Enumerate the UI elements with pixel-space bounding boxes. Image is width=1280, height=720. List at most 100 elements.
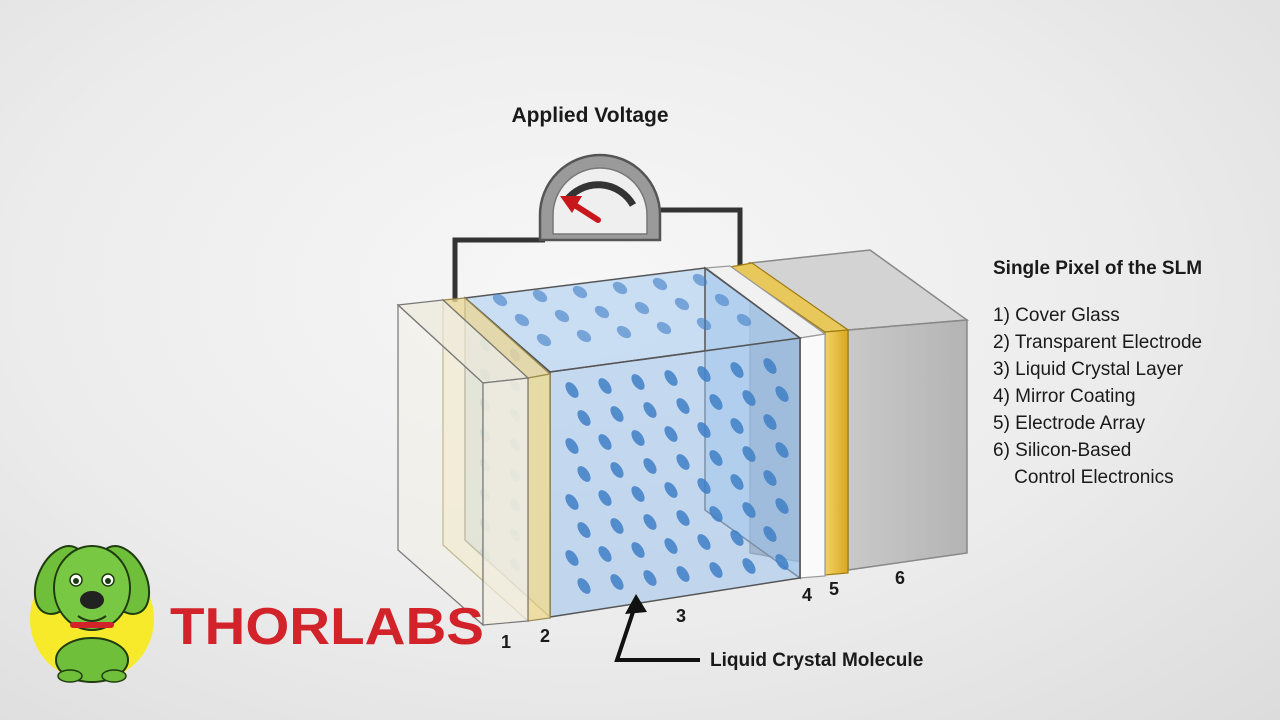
legend-item-mirror-coating: 4) Mirror Coating (993, 386, 1136, 407)
liquid-crystal-molecule (643, 458, 657, 474)
wire-right (650, 207, 743, 266)
liquid-crystal-molecule (643, 514, 657, 530)
liquid-crystal-molecule (643, 570, 657, 586)
molecule-callout-arrow (614, 594, 700, 662)
liquid-crystal-molecule (709, 450, 723, 466)
liquid-crystal-molecule (610, 574, 624, 590)
liquid-crystal-molecule (674, 297, 690, 311)
liquid-crystal-molecule (676, 510, 690, 526)
liquid-crystal-molecule (697, 478, 711, 494)
liquid-crystal-molecule (598, 378, 612, 394)
voltage-circuit (452, 207, 743, 302)
liquid-crystal-molecule (730, 418, 744, 434)
liquid-crystal-molecule (652, 277, 668, 291)
liquid-crystal-molecule (565, 550, 579, 566)
title-applied-voltage: Applied Voltage (511, 104, 668, 127)
legend-item-liquid-crystal-layer: 3) Liquid Crystal Layer (993, 359, 1184, 380)
liquid-crystal-molecule (598, 546, 612, 562)
liquid-crystal-molecule (631, 542, 645, 558)
layer-number-4: 4 (802, 585, 812, 605)
liquid-crystal-molecule (610, 462, 624, 478)
liquid-crystal-molecule (565, 382, 579, 398)
liquid-crystal-molecule (676, 454, 690, 470)
layer-number-1: 1 (501, 632, 511, 652)
layer-electrode-array (728, 262, 850, 576)
liquid-crystal-molecule (697, 534, 711, 550)
liquid-crystal-molecule (664, 538, 678, 554)
liquid-crystal-molecule (697, 422, 711, 438)
liquid-crystal-molecule (664, 482, 678, 498)
thorlabs-mascot-logo (30, 545, 154, 683)
liquid-crystal-molecule (577, 578, 591, 594)
slm-legend: Single Pixel of the SLM 1) Cover Glass 2… (993, 258, 1273, 491)
liquid-crystal-molecule (554, 309, 570, 323)
legend-item-cover-glass: 1) Cover Glass (993, 305, 1120, 326)
liquid-crystal-molecule (763, 358, 777, 374)
voltmeter-needle-tip (560, 196, 582, 213)
liquid-crystal-molecule (742, 558, 756, 574)
liquid-crystal-molecule (775, 386, 789, 402)
liquid-crystal-molecule (594, 305, 610, 319)
liquid-crystal-molecule (631, 374, 645, 390)
liquid-crystal-molecule (697, 366, 711, 382)
liquid-crystal-molecule (572, 285, 588, 299)
legend-list: 1) Cover Glass 2) Transparent Electrode … (993, 302, 1273, 491)
liquid-crystal-molecule (656, 321, 672, 335)
liquid-crystal-molecule (676, 566, 690, 582)
callout-liquid-crystal-molecule: Liquid Crystal Molecule (710, 650, 923, 671)
liquid-crystal-molecule (598, 490, 612, 506)
liquid-crystal-molecule (730, 530, 744, 546)
liquid-crystal-molecule (775, 554, 789, 570)
liquid-crystal-molecule (676, 398, 690, 414)
legend-item-control-electronics: Control Electronics (993, 467, 1174, 488)
liquid-crystal-molecule (514, 313, 530, 327)
liquid-crystal-molecule (664, 370, 678, 386)
legend-item-silicon-based: 6) Silicon-Based (993, 440, 1132, 461)
liquid-crystal-molecule (763, 414, 777, 430)
legend-item-transparent-electrode: 2) Transparent Electrode (993, 332, 1203, 353)
legend-heading: Single Pixel of the SLM (993, 258, 1203, 279)
thorlabs-wordmark: THORLABS (170, 598, 484, 656)
liquid-crystal-molecule (742, 446, 756, 462)
liquid-crystal-molecule (714, 293, 730, 307)
liquid-crystal-molecule (536, 333, 552, 347)
liquid-crystal-molecule (532, 289, 548, 303)
layer-cover-glass (396, 299, 530, 627)
liquid-crystal-molecule (709, 562, 723, 578)
liquid-crystal-molecule (763, 470, 777, 486)
liquid-crystal-molecule (730, 362, 744, 378)
voltmeter-gauge (538, 153, 662, 242)
liquid-crystal-molecule (631, 430, 645, 446)
liquid-crystal-molecule (616, 325, 632, 339)
layer-number-3: 3 (676, 606, 686, 626)
layer-number-6: 6 (895, 568, 905, 588)
liquid-crystal-molecule (577, 466, 591, 482)
liquid-crystal-molecule (643, 402, 657, 418)
liquid-crystal-molecule (763, 526, 777, 542)
liquid-crystal-molecule (610, 518, 624, 534)
liquid-crystal-molecule (775, 498, 789, 514)
voltmeter-needle (570, 201, 601, 223)
liquid-crystal-molecule (709, 506, 723, 522)
liquid-crystal-molecule (576, 329, 592, 343)
liquid-crystal-molecule (492, 293, 508, 307)
liquid-crystal-molecule (612, 281, 628, 295)
liquid-crystal-molecule (692, 273, 708, 287)
liquid-crystal-molecule (577, 522, 591, 538)
legend-item-electrode-array: 5) Electrode Array (993, 413, 1146, 434)
liquid-crystal-molecule (736, 313, 752, 327)
liquid-crystal-molecule (610, 406, 624, 422)
liquid-crystal-molecule (775, 442, 789, 458)
liquid-crystal-molecule (742, 390, 756, 406)
liquid-crystal-molecule (709, 394, 723, 410)
liquid-crystal-molecule (664, 426, 678, 442)
liquid-crystal-molecule (577, 410, 591, 426)
liquid-crystal-molecule (598, 434, 612, 450)
layer-number-5: 5 (829, 579, 839, 599)
liquid-crystal-molecule (565, 438, 579, 454)
liquid-crystal-molecule (742, 502, 756, 518)
wire-left (452, 237, 545, 302)
liquid-crystal-molecule (730, 474, 744, 490)
liquid-crystal-molecule (696, 317, 712, 331)
